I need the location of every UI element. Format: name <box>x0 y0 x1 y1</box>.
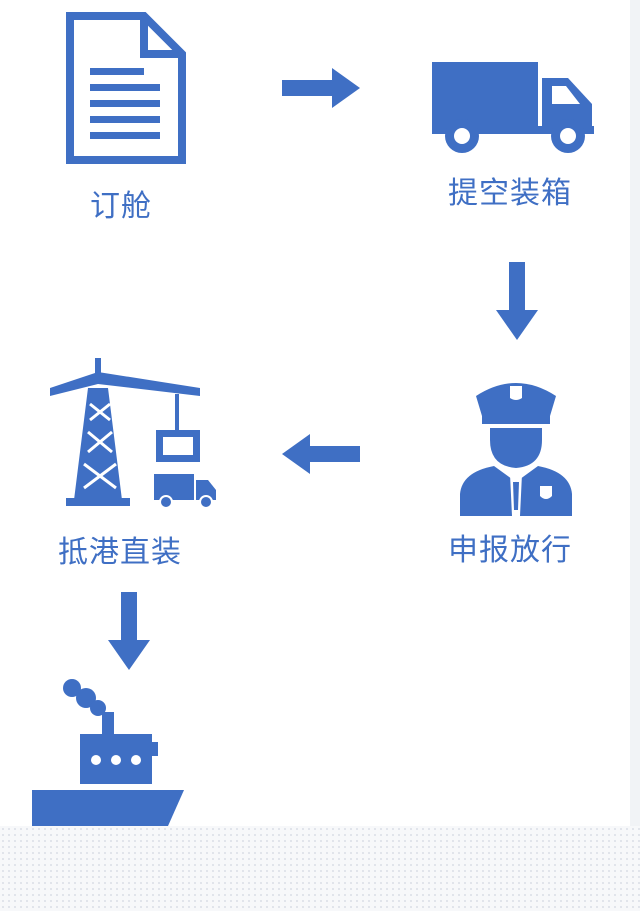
step-label-customs-clearance: 申报放行 <box>448 533 572 568</box>
truck-icon <box>432 62 594 153</box>
document-icon <box>66 12 186 164</box>
step-label-container-pickup: 提空装箱 <box>448 176 572 211</box>
dotted-background-footer <box>0 826 640 911</box>
page-edge <box>630 0 640 826</box>
arrow-right-icon <box>282 68 360 108</box>
arrow-down-icon <box>108 592 150 670</box>
customs-officer-icon <box>460 383 572 516</box>
step-label-direct-loading: 抵港直装 <box>58 535 182 570</box>
step-label-booking: 订舱 <box>90 189 152 224</box>
cargo-ship-icon <box>32 679 184 826</box>
arrow-left-icon <box>282 434 360 474</box>
arrow-down-icon <box>496 262 538 340</box>
port-crane-icon <box>50 358 216 509</box>
